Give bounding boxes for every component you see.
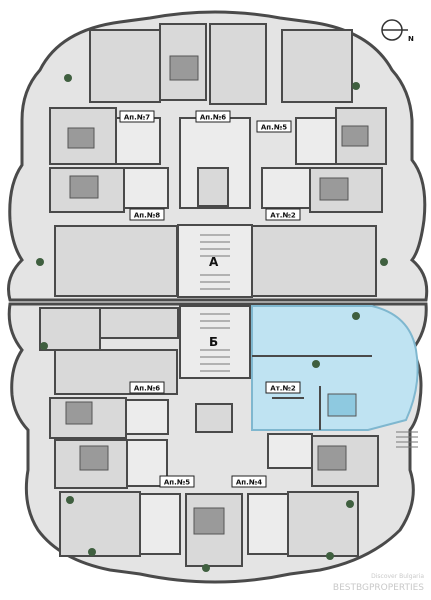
svg-text:Ап.№6: Ап.№6 — [200, 114, 226, 122]
compass-letter: N — [408, 35, 414, 43]
svg-text:Ап.№5: Ап.№5 — [164, 479, 190, 487]
section-b-label: Б — [209, 335, 218, 349]
unit-label-a5-bottom: Ап.№5 — [159, 475, 195, 488]
svg-text:Ап.№6: Ап.№6 — [134, 385, 160, 393]
unit-label-a7: Ап.№7 — [119, 110, 155, 123]
unit-label-a5-top: Ап.№5 — [256, 120, 292, 133]
svg-text:Ап.№8: Ап.№8 — [134, 212, 160, 220]
svg-text:Ап.№7: Ап.№7 — [124, 114, 150, 122]
unit-label-a2-top: Ат.№2 — [265, 208, 301, 221]
unit-label-a2-bottom: Ат.№2 — [265, 381, 301, 394]
svg-text:Ап.№5: Ап.№5 — [261, 124, 287, 132]
watermark-line2: BESTBGPROPERTIES — [333, 583, 424, 593]
compass-north-icon: N — [381, 19, 414, 43]
unit-label-a4: Ап.№4 — [231, 475, 267, 488]
svg-text:Ап.№4: Ап.№4 — [236, 479, 262, 487]
svg-text:Ат.№2: Ат.№2 — [270, 385, 296, 393]
section-a-label: А — [209, 255, 219, 269]
plants — [36, 74, 388, 572]
watermark-line1: Discover Bulgaria — [371, 573, 424, 580]
beds — [65, 55, 369, 535]
unit-label-a6-top: Ап.№6 — [195, 110, 231, 123]
svg-text:Ат.№2: Ат.№2 — [270, 212, 296, 220]
unit-labels: Ап.№7 Ап.№6 Ап.№5 Ап.№8 Ат.№2 Ап.№6 Ат.№… — [119, 110, 301, 488]
unit-label-a8: Ап.№8 — [129, 208, 165, 221]
unit-label-a6-bottom: Ап.№6 — [129, 381, 165, 394]
watermark: Discover Bulgaria BESTBGPROPERTIES — [333, 573, 424, 593]
